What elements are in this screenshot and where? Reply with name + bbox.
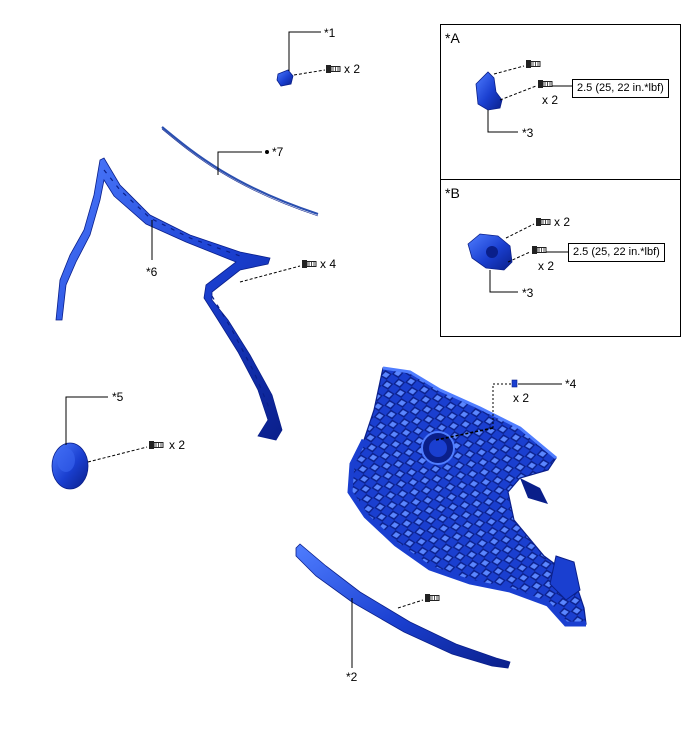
qty-a: x 2 [542, 93, 559, 107]
torque-b: 2.5 (25, 22 in.*lbf) [568, 243, 665, 262]
callout-7: *7 [272, 145, 284, 159]
qty-6: x 4 [320, 257, 337, 271]
dash-6 [239, 265, 301, 283]
bolt-1 [325, 64, 341, 74]
torque-a: 2.5 (25, 22 in.*lbf) [572, 79, 669, 98]
part-4-fastener [511, 379, 518, 388]
part-5-cover [51, 442, 89, 490]
dash-1 [293, 69, 326, 76]
panel-a-label: *A [445, 30, 460, 46]
leader-4 [492, 383, 512, 428]
bolt-2 [424, 593, 440, 603]
callout-1: *1 [324, 26, 336, 40]
callout-5: *5 [112, 390, 124, 404]
qty-4: x 2 [513, 391, 530, 405]
qty-b1: x 2 [554, 215, 571, 229]
callout-3b: *3 [522, 286, 534, 300]
detail-panel-b [440, 179, 681, 337]
callout-4: *4 [565, 377, 577, 391]
radiator-grille [347, 366, 587, 627]
dash-b1 [505, 223, 535, 239]
leader-5 [65, 396, 108, 445]
bolt-6 [301, 259, 317, 269]
bolt-5 [148, 440, 164, 450]
dash-a2 [499, 85, 537, 101]
part-7-molding [161, 126, 319, 216]
qty-1: x 2 [344, 62, 361, 76]
leader-3a [487, 110, 518, 133]
detail-panel-a [440, 24, 681, 180]
panel-b-label: *B [445, 185, 460, 201]
panel-a-sensor [475, 71, 503, 111]
dash-a1 [493, 65, 525, 75]
dash-2 [397, 599, 424, 609]
callout-6: *6 [146, 265, 158, 279]
point-7 [265, 150, 269, 154]
panel-b-sensor [467, 233, 513, 271]
callout-3a: *3 [522, 126, 534, 140]
leader-1 [288, 31, 321, 71]
callout-2: *2 [346, 670, 358, 684]
part-6-side-molding [55, 157, 283, 441]
dash-b2 [507, 251, 531, 263]
dash-5 [87, 446, 148, 463]
qty-5: x 2 [169, 438, 186, 452]
leader-7 [217, 151, 262, 175]
leader-3b [489, 270, 518, 293]
qty-b2: x 2 [538, 259, 555, 273]
part-2-lower-molding [295, 543, 511, 669]
part-1-clip [276, 69, 294, 87]
